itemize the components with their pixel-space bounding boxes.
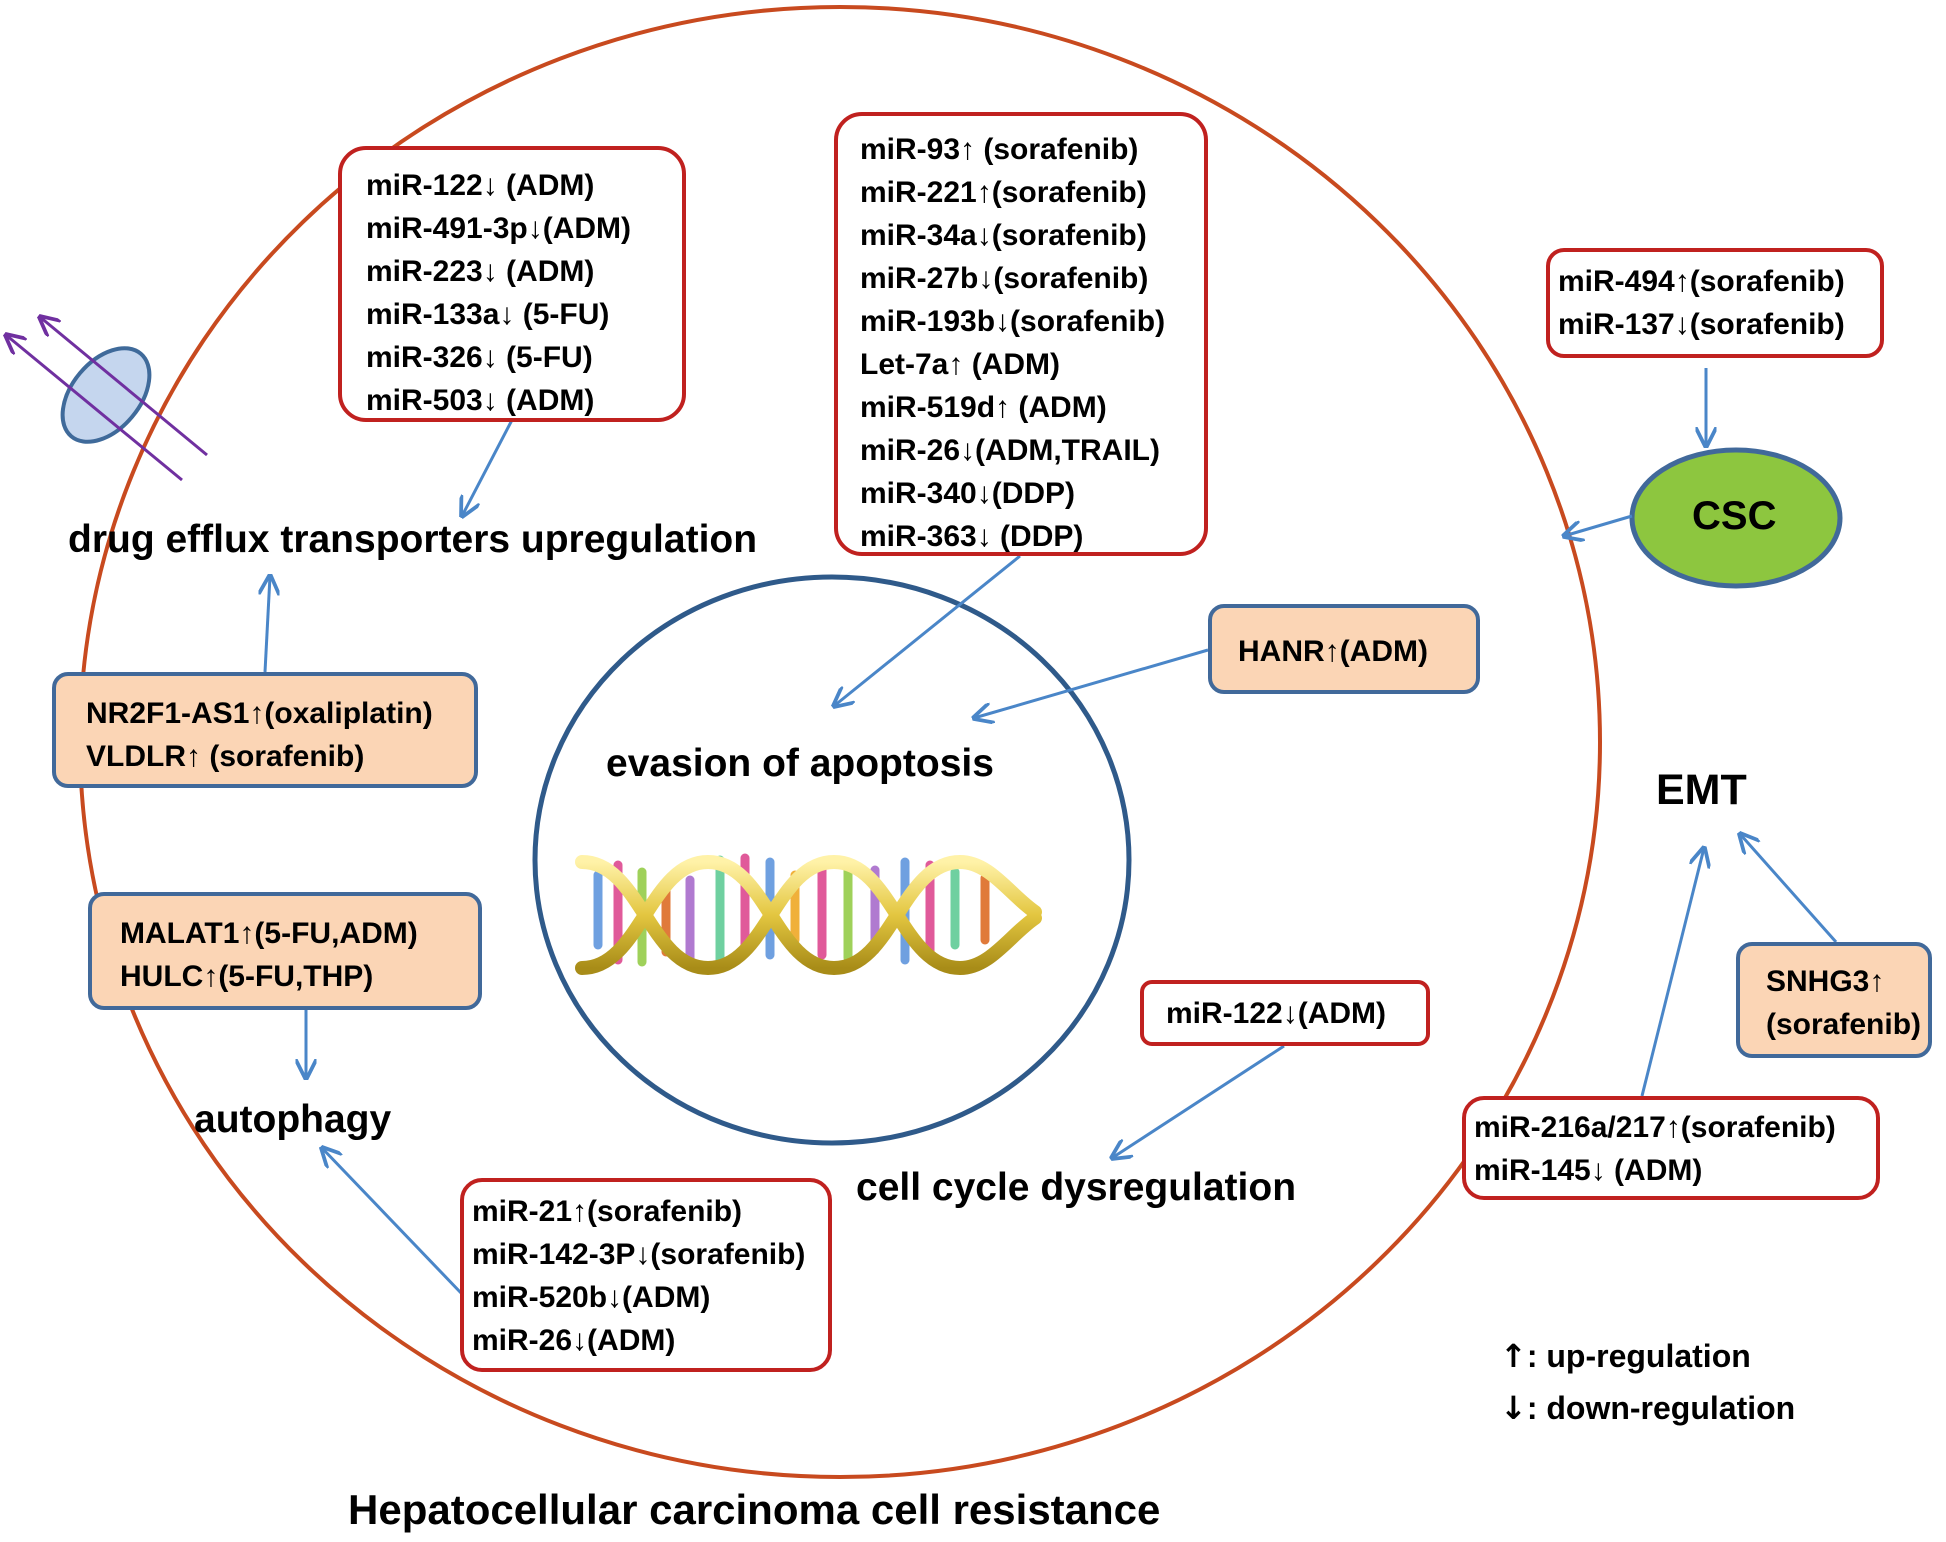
efflux-lncrna-line: NR2F1-AS1↑(oxaliplatin) — [86, 697, 433, 730]
autophagy-mirna-line: miR-21↑(sorafenib) — [472, 1195, 743, 1228]
autophagy-lncrna-line: MALAT1↑(5-FU,ADM) — [120, 917, 418, 950]
efflux-mirna-line: miR-326↓ (5-FU) — [366, 341, 593, 374]
arrow-snhg3-to-emt — [1740, 834, 1838, 943]
box-autophagy-mirna: miR-21↑(sorafenib) miR-142-3P↓(sorafenib… — [460, 1178, 832, 1372]
apoptosis-mirna-line: miR-193b↓(sorafenib) — [860, 305, 1166, 338]
label-cell-cycle-dysregulation: cell cycle dysregulation — [856, 1166, 1297, 1209]
nucleus — [532, 574, 1132, 1146]
down-arrow-icon: ↓ — [1500, 1389, 1527, 1427]
emt-mirna-line: miR-145↓ (ADM) — [1474, 1154, 1703, 1187]
apoptosis-mirna-line: miR-221↑(sorafenib) — [860, 176, 1147, 209]
apoptosis-mirna-line: miR-519d↑ (ADM) — [860, 391, 1107, 424]
apoptosis-mirna-line: miR-27b↓(sorafenib) — [860, 262, 1149, 295]
legend-up: ↑: up-regulation — [1500, 1330, 1795, 1382]
dna-helix-icon — [575, 853, 1042, 976]
legend: ↑: up-regulation ↓: down-regulation — [1500, 1330, 1795, 1434]
apoptosis-mirna-line: Let-7a↑ (ADM) — [860, 348, 1060, 381]
csc-ellipse — [1629, 447, 1843, 589]
emt-mirna-line: miR-216a/217↑(sorafenib) — [1474, 1111, 1836, 1144]
box-csc-mirna: miR-494↑(sorafenib) miR-137↓(sorafenib) — [1546, 248, 1884, 358]
arrow-apoptosis-mirna-to-apoptosis — [834, 554, 1021, 706]
legend-up-text: : up-regulation — [1526, 1338, 1751, 1374]
snhg3-line: SNHG3↑ — [1766, 965, 1885, 998]
cellcycle-mirna-line: miR-122↓(ADM) — [1166, 997, 1387, 1030]
arrow-emt-mirna-to-emt — [1640, 848, 1704, 1097]
autophagy-mirna-line: miR-142-3P↓(sorafenib) — [472, 1238, 806, 1271]
autophagy-lncrna-line: HULC↑(5-FU,THP) — [120, 960, 374, 993]
efflux-lncrna-line: VLDLR↑ (sorafenib) — [86, 740, 365, 773]
arrow-csc-to-cell — [1564, 514, 1633, 536]
box-snhg3: SNHG3↑ (sorafenib) — [1736, 942, 1932, 1058]
autophagy-mirna-line: miR-26↓(ADM) — [472, 1324, 676, 1357]
box-apoptosis-mirna: miR-93↑ (sorafenib) miR-221↑(sorafenib) … — [834, 112, 1208, 556]
legend-down-text: : down-regulation — [1526, 1390, 1796, 1426]
csc-mirna-line: miR-137↓(sorafenib) — [1558, 308, 1845, 341]
arrow-autophagy-mirna-to-autophagy — [322, 1148, 464, 1296]
efflux-mirna-line: miR-491-3p↓(ADM) — [366, 212, 632, 245]
arrow-efflux-lncrna-to-efflux — [265, 576, 270, 673]
label-emt: EMT — [1656, 766, 1747, 814]
box-efflux-lncrna: NR2F1-AS1↑(oxaliplatin) VLDLR↑ (sorafeni… — [52, 672, 478, 788]
label-autophagy: autophagy — [194, 1098, 392, 1141]
efflux-mirna-line: miR-122↓ (ADM) — [366, 169, 595, 202]
up-arrow-icon: ↑ — [1500, 1337, 1527, 1375]
efflux-mirna-line: miR-223↓ (ADM) — [366, 255, 595, 288]
efflux-mirna-line: miR-133a↓ (5-FU) — [366, 298, 610, 331]
legend-down: ↓: down-regulation — [1500, 1382, 1795, 1434]
arrow-cellcycle-mirna-to-cellcycle — [1112, 1044, 1285, 1158]
hanr-line: HANR↑(ADM) — [1238, 635, 1428, 668]
arrow-hanr-to-apoptosis — [974, 648, 1209, 718]
autophagy-mirna-line: miR-520b↓(ADM) — [472, 1281, 711, 1314]
label-csc: CSC — [1692, 494, 1777, 538]
csc-mirna-line: miR-494↑(sorafenib) — [1558, 265, 1845, 298]
box-autophagy-lncrna: MALAT1↑(5-FU,ADM) HULC↑(5-FU,THP) — [88, 892, 482, 1010]
apoptosis-mirna-line: miR-26↓(ADM,TRAIL) — [860, 434, 1160, 467]
apoptosis-mirna-line: miR-93↑ (sorafenib) — [860, 133, 1139, 166]
membrane-transporter-icon — [6, 317, 208, 482]
box-efflux-mirna: miR-122↓ (ADM) miR-491-3p↓(ADM) miR-223↓… — [338, 146, 686, 422]
efflux-mirna-line: miR-503↓ (ADM) — [366, 384, 595, 417]
snhg3-line: (sorafenib) — [1766, 1008, 1922, 1041]
figure-title: Hepatocellular carcinoma cell resistance — [348, 1486, 1161, 1533]
apoptosis-mirna-line: miR-34a↓(sorafenib) — [860, 219, 1147, 252]
box-hanr: HANR↑(ADM) — [1208, 604, 1480, 694]
label-evasion-of-apoptosis: evasion of apoptosis — [606, 742, 994, 785]
label-drug-efflux: drug efflux transporters upregulation — [68, 518, 758, 561]
arrow-efflux-mirna-to-efflux — [462, 419, 514, 516]
apoptosis-mirna-line: miR-363↓ (DDP) — [860, 520, 1084, 553]
box-cellcycle-mirna: miR-122↓(ADM) — [1140, 980, 1430, 1046]
box-emt-mirna: miR-216a/217↑(sorafenib) miR-145↓ (ADM) — [1462, 1096, 1880, 1200]
apoptosis-mirna-line: miR-340↓(DDP) — [860, 477, 1076, 510]
